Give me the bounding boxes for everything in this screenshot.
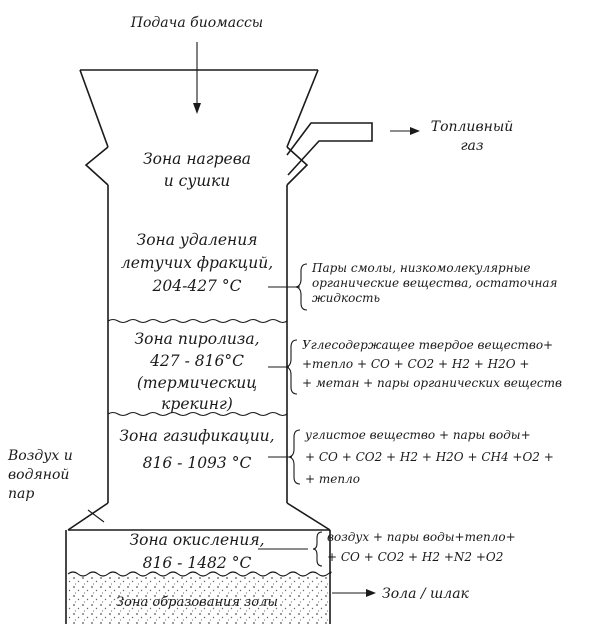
zone-ash: Зона образования золы — [116, 595, 278, 610]
products-oxidation: воздух + пары воды+тепло+ + CO + CO2 + H… — [327, 530, 516, 564]
zone-devolatilization: Зона удаления летучих фракций, 204-427 °… — [121, 231, 273, 295]
zone-pyro-line-2: 427 - 816°C — [149, 352, 244, 370]
gas-output-label-2: газ — [460, 138, 483, 154]
prod-devol-line-1: Пары смолы, низкомолекулярные — [311, 261, 530, 275]
arrows — [87, 42, 420, 597]
products-devolatilization: Пары смолы, низкомолекулярные органическ… — [311, 261, 558, 305]
ash-zone-fill — [67, 576, 329, 624]
prod-gasif-line-3: + тепло — [305, 472, 360, 486]
zone-pyro-line-3: (термическиц — [137, 374, 257, 392]
zone-gasif-line-2: 816 - 1093 °C — [143, 454, 252, 472]
prod-devol-line-3: жидкость — [312, 291, 380, 305]
prod-oxid-line-1: воздух + пары воды+тепло+ — [327, 530, 516, 544]
zone-oxid-line-2: 816 - 1482 °C — [143, 554, 252, 572]
products-pyrolysis: Углесодержащее твердое вещество+ +тепло … — [302, 338, 562, 390]
prod-devol-line-2: органические вещества, остаточная — [312, 276, 558, 290]
zone-devol-line-1: Зона удаления — [137, 231, 258, 249]
prod-oxid-line-2: + CO + CO2 + H2 +N2 +O2 — [327, 550, 503, 564]
feed-label: Подача биомассы — [130, 15, 263, 31]
zone-devol-line-2: летучих фракций, — [121, 254, 273, 272]
zone-gasification: Зона газификации, 816 - 1093 °C — [119, 427, 274, 472]
reactor-body — [65, 69, 373, 624]
zone-ash-line-1: Зона образования золы — [116, 595, 278, 610]
zone-pyro-line-1: Зона пиролиза, — [134, 330, 259, 348]
zone-drying-line-1: Зона нагрева — [143, 150, 251, 168]
prod-gasif-line-1: углистое вещество + пары воды+ — [304, 428, 531, 442]
air-input-label-3: пар — [8, 486, 34, 502]
gas-output-label-1: Топливный — [431, 119, 514, 135]
ash-output-label: Зола / шлак — [382, 586, 470, 602]
zone-devol-line-3: 204-427 °C — [152, 277, 242, 295]
zone-pyrolysis: Зона пиролиза, 427 - 816°C (термическиц … — [134, 330, 259, 413]
zone-oxidation: Зона окисления, 816 - 1482 °C — [129, 531, 264, 572]
air-input-label-1: Воздух и — [7, 448, 73, 464]
zone-drying: Зона нагрева и сушки — [143, 150, 251, 190]
zone-drying-line-2: и сушки — [164, 172, 231, 190]
prod-gasif-line-2: + CO + CO2 + H2 + H2O + CH4 +O2 + — [305, 450, 554, 464]
zone-oxid-line-1: Зона окисления, — [129, 531, 264, 549]
prod-pyro-line-2: +тепло + CO + CO2 + H2 + H2O + — [302, 357, 529, 371]
prod-pyro-line-3: + метан + пары органических веществ — [302, 376, 562, 390]
product-braces — [268, 263, 323, 567]
zone-gasif-line-1: Зона газификации, — [119, 427, 274, 445]
zone-pyro-line-4: крекинг) — [161, 395, 233, 413]
prod-pyro-line-1: Углесодержащее твердое вещество+ — [302, 338, 553, 352]
products-gasification: углистое вещество + пары воды+ + CO + CO… — [304, 428, 554, 486]
air-input-label-2: водяной — [8, 467, 69, 483]
